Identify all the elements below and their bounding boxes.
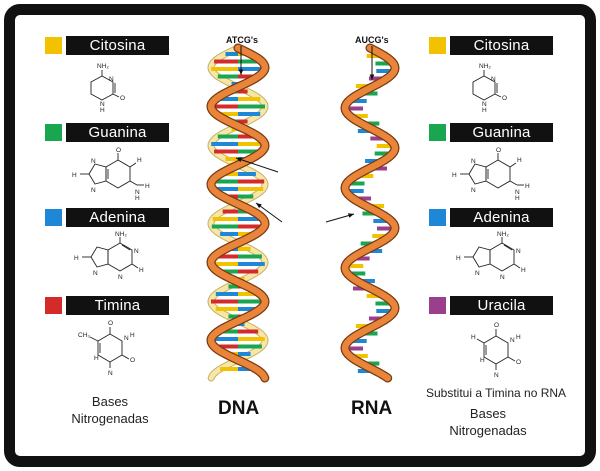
svg-text:N: N bbox=[135, 189, 140, 196]
svg-text:N: N bbox=[494, 372, 499, 379]
svg-text:N: N bbox=[124, 335, 129, 342]
uracil-structure-icon: O N H O H N H bbox=[471, 322, 521, 379]
svg-text:H: H bbox=[139, 267, 144, 274]
svg-text:H: H bbox=[72, 172, 77, 179]
svg-text:N: N bbox=[471, 187, 476, 194]
svg-text:O: O bbox=[120, 95, 125, 102]
svg-text:N: N bbox=[93, 270, 98, 277]
uracila-color-swatch bbox=[429, 297, 446, 314]
timina-color-swatch bbox=[45, 297, 62, 314]
svg-text:N: N bbox=[118, 274, 123, 281]
svg-text:CH₃: CH₃ bbox=[78, 332, 90, 339]
svg-text:N: N bbox=[515, 189, 520, 196]
uracila-label: Uracila bbox=[450, 296, 553, 315]
uracil-note: Substitui a Timina no RNA bbox=[425, 386, 567, 400]
rna-guanine-structure-icon: O H H N H H N N bbox=[452, 147, 530, 202]
citosina-color-swatch bbox=[45, 37, 62, 54]
dna-pointer-label: ATCG's bbox=[226, 35, 258, 45]
svg-text:H: H bbox=[521, 267, 526, 274]
svg-text:H: H bbox=[516, 334, 521, 341]
left-bases-caption: Bases Nitrogenadas bbox=[71, 394, 149, 426]
dna-title: DNA bbox=[218, 398, 260, 419]
svg-text:H: H bbox=[135, 195, 140, 202]
svg-text:O: O bbox=[108, 320, 113, 327]
svg-text:N: N bbox=[500, 274, 505, 281]
guanina-color-swatch bbox=[45, 124, 62, 141]
svg-text:H: H bbox=[456, 255, 461, 262]
svg-text:H: H bbox=[100, 107, 105, 114]
timina-label: Timina bbox=[66, 296, 169, 315]
svg-text:H: H bbox=[471, 334, 476, 341]
cytosine-structure-icon: NH₂ O N N H bbox=[90, 63, 125, 114]
svg-text:N: N bbox=[482, 101, 487, 108]
svg-text:O: O bbox=[116, 147, 121, 154]
rna-pointer-label: AUCG's bbox=[355, 35, 389, 45]
rna-guanina-color-swatch bbox=[429, 124, 446, 141]
svg-text:H: H bbox=[515, 195, 520, 202]
svg-text:H: H bbox=[517, 157, 522, 164]
svg-text:H: H bbox=[74, 255, 79, 262]
svg-text:N: N bbox=[109, 76, 114, 83]
rna-adenina-label: Adenina bbox=[450, 208, 553, 227]
svg-text:N: N bbox=[475, 270, 480, 277]
svg-text:N: N bbox=[91, 158, 96, 165]
guanina-label: Guanina bbox=[66, 123, 169, 142]
svg-text:H: H bbox=[137, 157, 142, 164]
rna-cytosine-structure-icon: NH₂ O N N H bbox=[472, 63, 507, 114]
rna-strand bbox=[341, 44, 399, 382]
svg-text:O: O bbox=[494, 322, 499, 329]
dna-label-arrow-head bbox=[238, 69, 244, 75]
svg-text:H: H bbox=[94, 355, 99, 362]
svg-text:N: N bbox=[91, 187, 96, 194]
rna-guanina-label: Guanina bbox=[450, 123, 553, 142]
svg-text:H: H bbox=[480, 357, 485, 364]
adenina-label: Adenina bbox=[66, 208, 169, 227]
svg-text:O: O bbox=[130, 357, 135, 364]
diagram-frame bbox=[4, 4, 596, 467]
svg-text:NH₂: NH₂ bbox=[479, 63, 491, 70]
rna-adenine-structure-icon: NH₂ N H N H N bbox=[456, 231, 526, 281]
svg-text:O: O bbox=[516, 359, 521, 366]
rna-strand-arrow-head bbox=[348, 213, 354, 218]
svg-text:N: N bbox=[510, 337, 515, 344]
svg-text:N: N bbox=[108, 370, 113, 377]
svg-text:N: N bbox=[471, 158, 476, 165]
svg-text:NH₂: NH₂ bbox=[115, 231, 127, 238]
svg-text:N: N bbox=[516, 248, 521, 255]
rna-label-arrow-head bbox=[369, 74, 375, 80]
svg-text:H: H bbox=[130, 332, 135, 339]
rna-citosina-label: Citosina bbox=[450, 36, 553, 55]
svg-text:H: H bbox=[525, 183, 530, 190]
thymine-structure-icon: O N H O CH₃ N H bbox=[78, 320, 135, 377]
right-bases-caption: Bases Nitrogenadas bbox=[449, 406, 527, 438]
svg-text:O: O bbox=[496, 147, 501, 154]
dna-front-strand bbox=[207, 44, 269, 382]
adenina-color-swatch bbox=[45, 209, 62, 226]
svg-text:H: H bbox=[145, 183, 150, 190]
pointer-arrows bbox=[235, 46, 375, 223]
svg-text:O: O bbox=[502, 95, 507, 102]
svg-text:NH₂: NH₂ bbox=[497, 231, 509, 238]
guanine-structure-icon: O H H N H H N N bbox=[72, 147, 150, 202]
adenine-structure-icon: NH₂ N H N H N bbox=[74, 231, 144, 281]
rna-title: RNA bbox=[351, 398, 393, 419]
citosina-label: Citosina bbox=[66, 36, 169, 55]
dna-strand-arrow-upper bbox=[235, 157, 279, 173]
dna-strand-arrow-upper-head bbox=[236, 157, 242, 162]
dna-strand-arrow-lower-head bbox=[256, 203, 262, 209]
svg-text:NH₂: NH₂ bbox=[97, 63, 109, 70]
svg-text:N: N bbox=[134, 248, 139, 255]
svg-text:N: N bbox=[100, 101, 105, 108]
rna-citosina-color-swatch bbox=[429, 37, 446, 54]
rna-adenina-color-swatch bbox=[429, 209, 446, 226]
svg-text:H: H bbox=[482, 107, 487, 114]
svg-text:N: N bbox=[491, 76, 496, 83]
svg-text:H: H bbox=[452, 172, 457, 179]
